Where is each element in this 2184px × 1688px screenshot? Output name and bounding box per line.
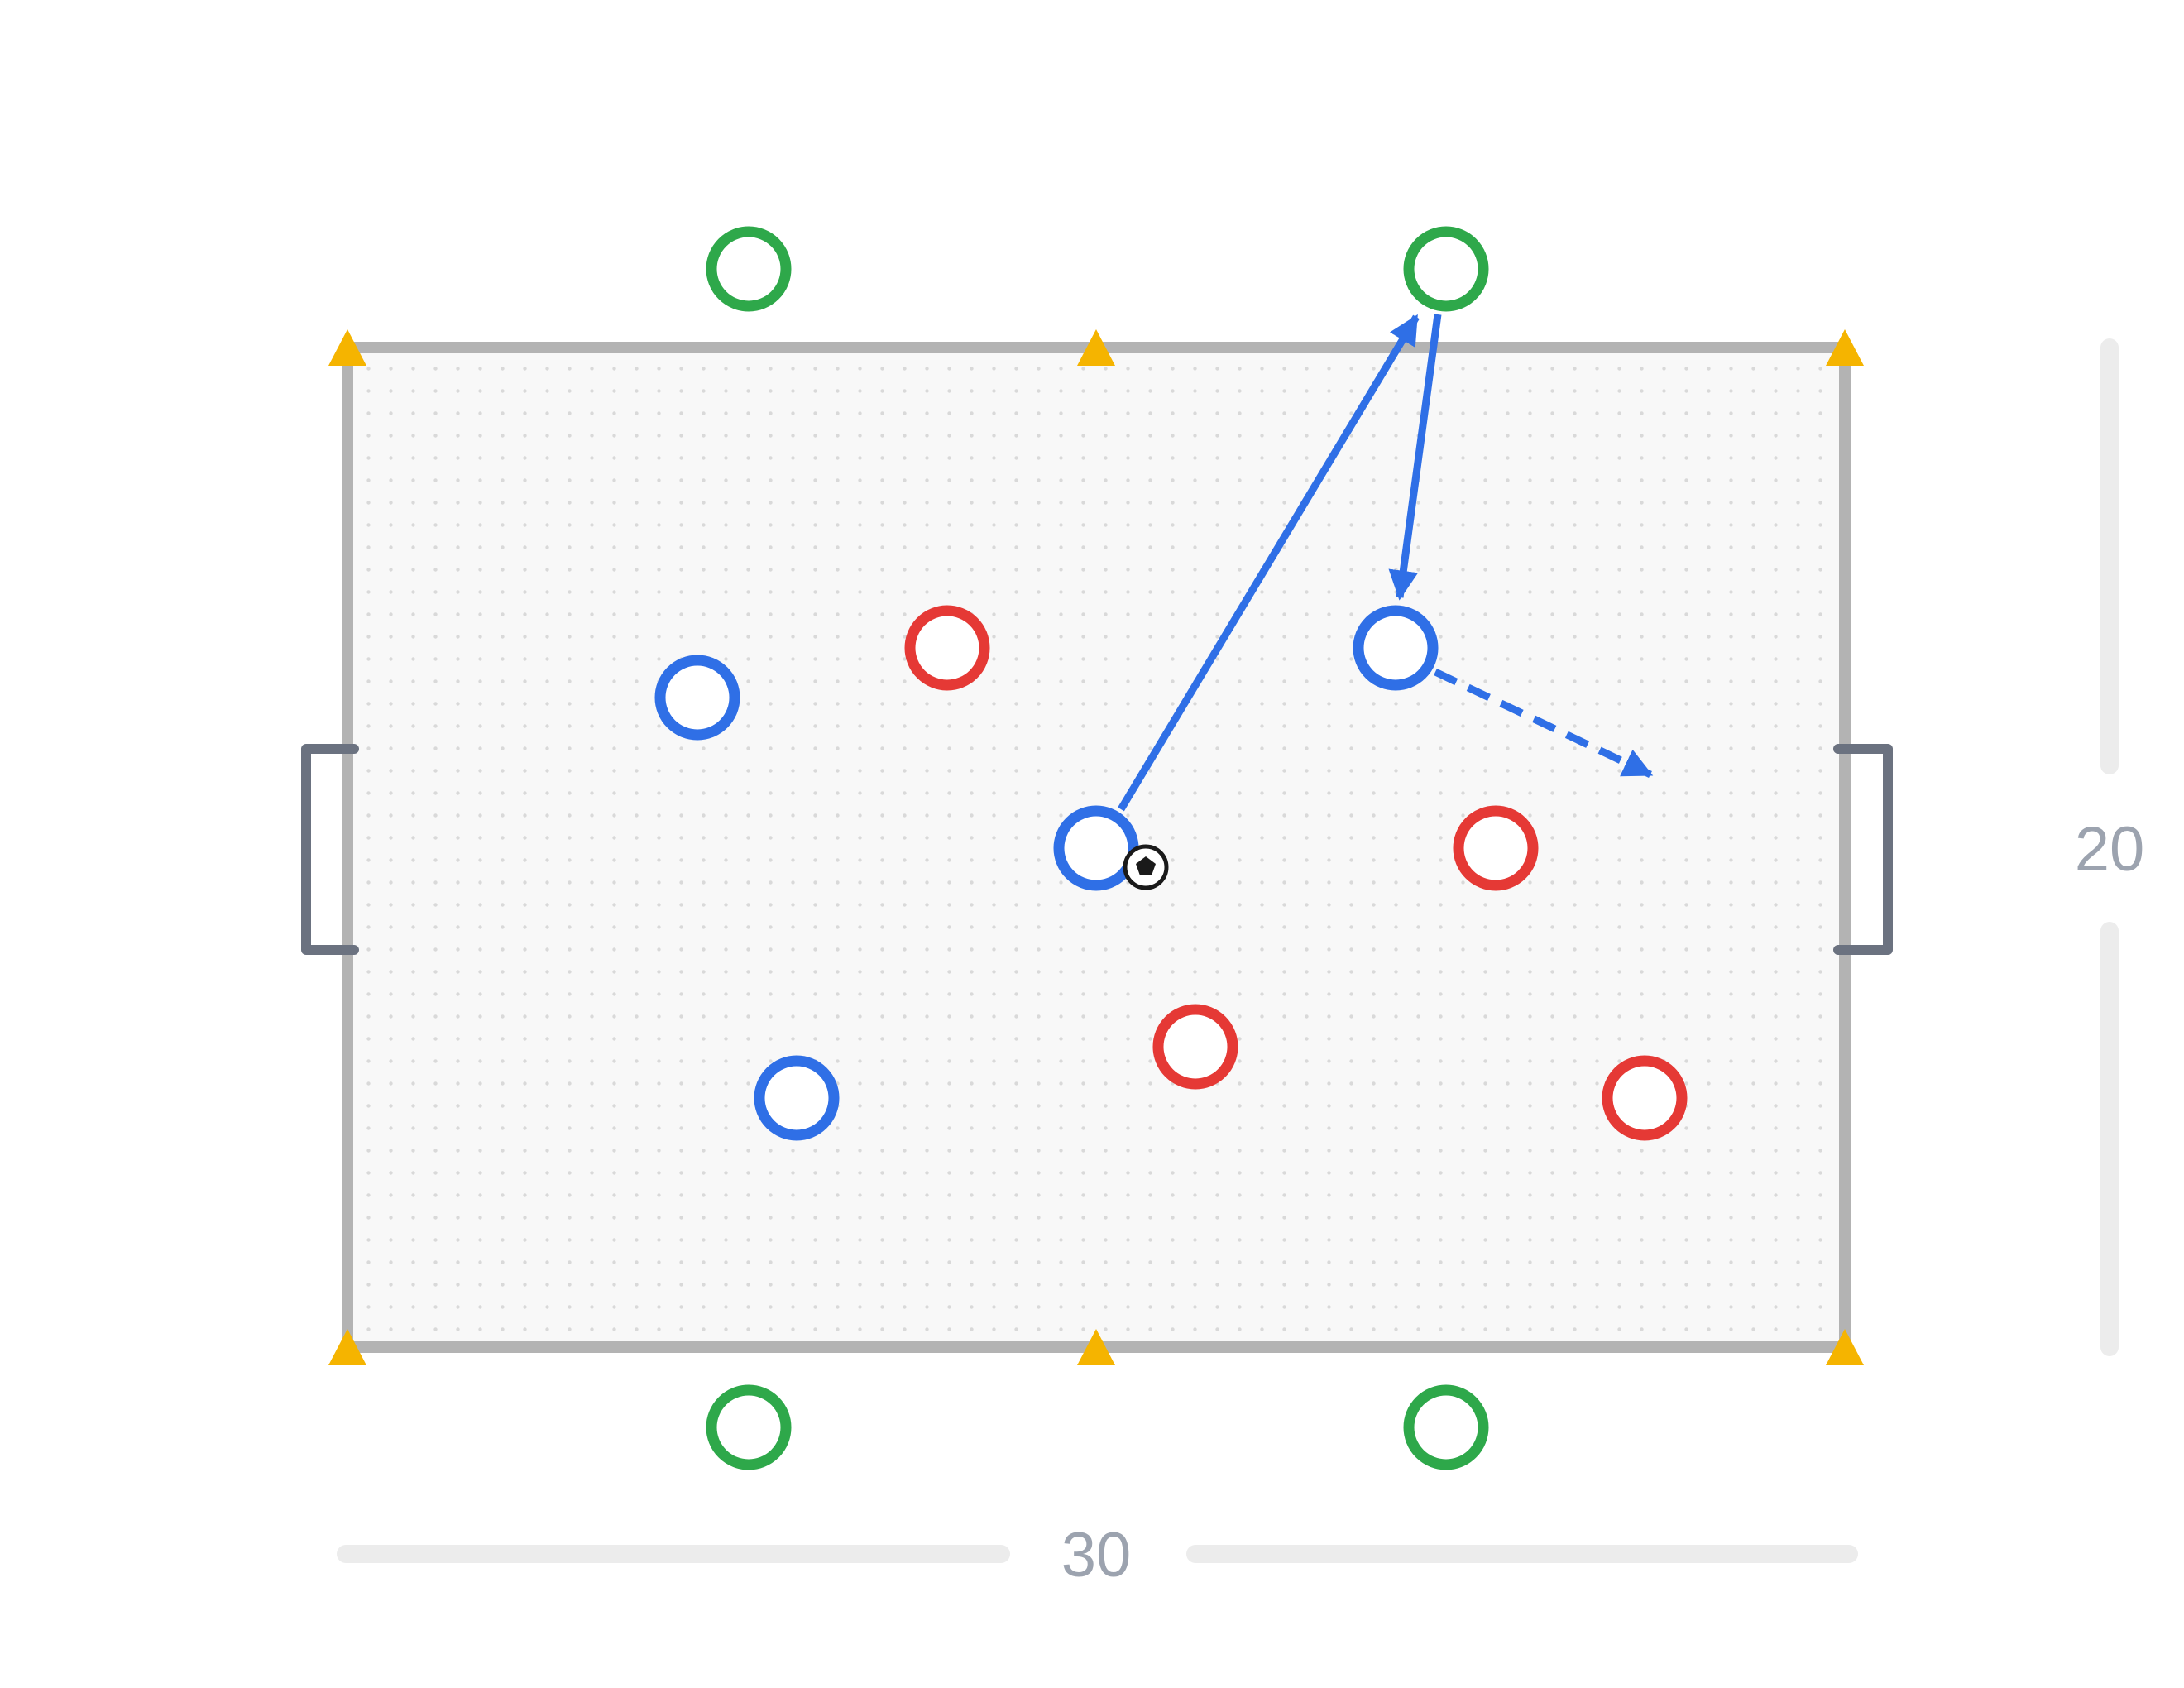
cone-top-right xyxy=(1826,329,1864,366)
cone-bottom-center xyxy=(1077,1329,1115,1365)
neutral-player-top-right xyxy=(1403,226,1489,312)
red-player-2 xyxy=(1453,805,1539,891)
soccer-ball-icon xyxy=(1123,844,1169,890)
blue-player-left xyxy=(654,655,740,741)
cone-top-center xyxy=(1077,329,1115,366)
red-player-3 xyxy=(1152,1004,1238,1090)
blue-player-center xyxy=(1053,805,1139,891)
blue-player-right xyxy=(1353,605,1439,691)
red-player-1 xyxy=(904,605,990,691)
right-goal xyxy=(1833,744,1893,955)
cone-top-left xyxy=(328,329,366,366)
width-dimension-label: 30 xyxy=(1061,1520,1132,1590)
neutral-player-bottom-left xyxy=(706,1384,792,1470)
neutral-player-bottom-right xyxy=(1403,1384,1489,1470)
run-arrow xyxy=(1434,668,1654,779)
pass-arrow-1 xyxy=(1118,314,1420,812)
cone-bottom-right xyxy=(1826,1329,1864,1365)
blue-player-bottom xyxy=(754,1055,840,1141)
cone-bottom-left xyxy=(328,1329,366,1365)
left-goal xyxy=(301,744,359,955)
pass-arrow-2 xyxy=(1388,314,1442,601)
neutral-player-top-left xyxy=(706,226,792,312)
height-dimension-label: 20 xyxy=(2075,814,2145,885)
red-player-4 xyxy=(1602,1055,1688,1141)
